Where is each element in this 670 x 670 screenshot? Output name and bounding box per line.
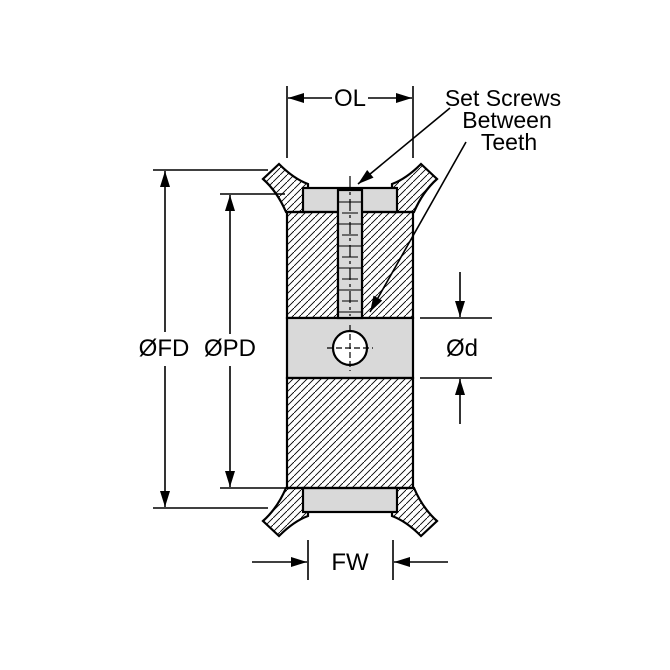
set-screws-leader-top xyxy=(357,107,451,185)
dimension-d xyxy=(420,272,492,424)
ol-label: OL xyxy=(334,85,366,112)
body-upper-right xyxy=(360,210,415,320)
dimension-fw xyxy=(252,540,448,580)
set-screws-leader-bore xyxy=(369,141,467,313)
annotation-set-screws xyxy=(357,107,467,313)
flange-bottom-left xyxy=(261,486,310,538)
rim-bottom xyxy=(301,486,399,514)
d-label: Ød xyxy=(446,335,478,362)
set-screws-label-line1: Set Screws xyxy=(445,85,561,111)
flange-bottom-right xyxy=(390,486,439,538)
body-upper-left xyxy=(285,210,340,320)
set-screws-label-line3: Teeth xyxy=(481,129,537,155)
dimension-pd xyxy=(220,193,285,489)
fw-label: FW xyxy=(331,549,369,576)
flange-top-left xyxy=(261,162,310,214)
flange-top-right xyxy=(390,162,439,214)
pd-label: ØPD xyxy=(204,335,256,362)
fd-label: ØFD xyxy=(139,335,190,362)
dimension-ol xyxy=(286,86,414,158)
set-screws-label-line2: Between xyxy=(462,107,552,133)
body-lower xyxy=(285,376,415,490)
dimension-fd xyxy=(153,169,268,509)
